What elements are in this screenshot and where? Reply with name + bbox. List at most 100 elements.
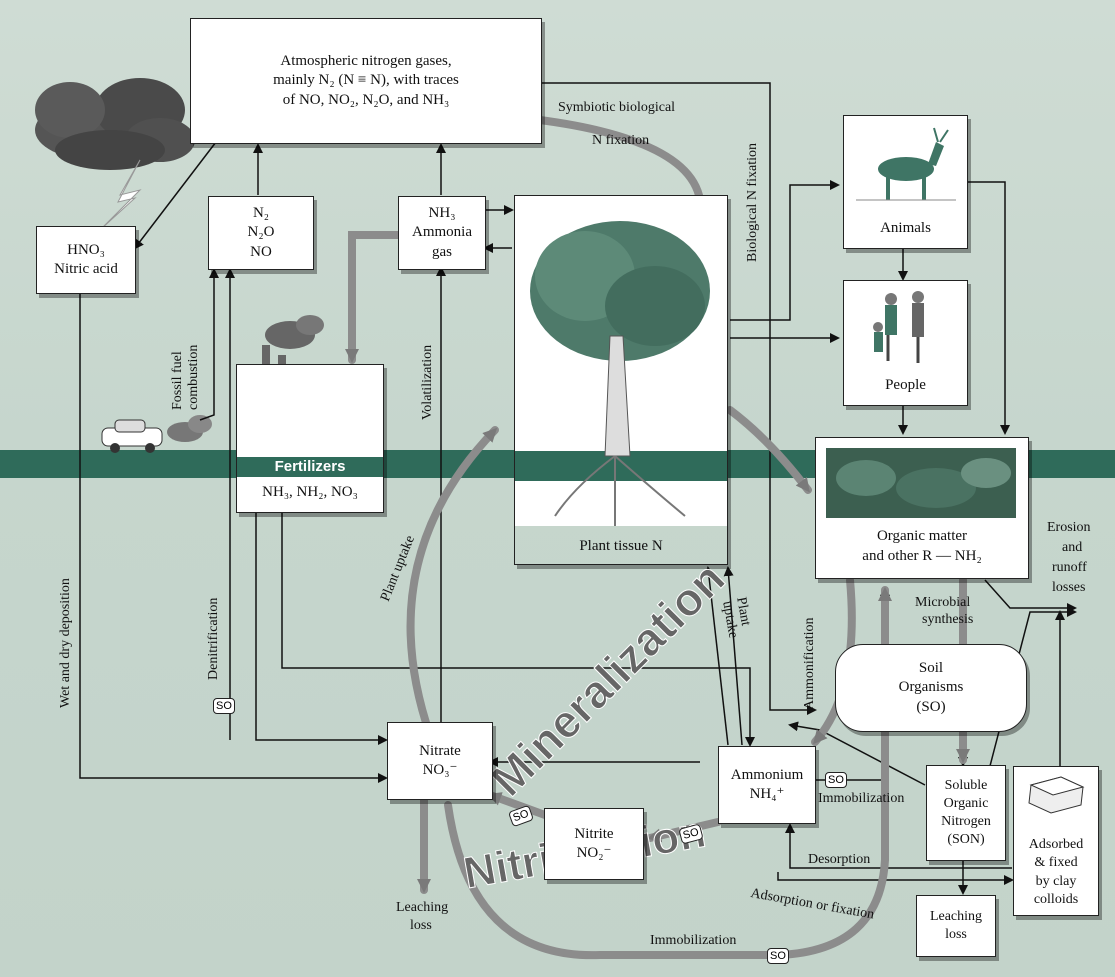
son-line3: Nitrogen	[941, 814, 991, 829]
plant-to-animals	[730, 180, 840, 321]
nh3-to-fertilizer	[345, 231, 404, 364]
symbiotic-fixation	[536, 116, 707, 434]
hno3-name: Nitric acid	[54, 261, 118, 277]
immobilization-label-2: Immobilization	[650, 933, 737, 948]
clay-crystal-icon	[1028, 776, 1085, 814]
soil-organisms-box: Soil Organisms (SO)	[835, 644, 1027, 732]
organic-to-erosion	[984, 579, 1077, 613]
animals-to-organic	[968, 181, 1010, 435]
leach-son-line1: Leaching	[929, 908, 983, 924]
people-box: People	[843, 280, 968, 406]
microbial-label-2: synthesis	[922, 612, 974, 627]
desorption-label: Desorption	[808, 852, 871, 867]
so-tag-immob: SO	[825, 772, 847, 788]
hno3-box: HNO₃ Nitric acid	[36, 226, 136, 294]
immob-loop	[444, 586, 892, 960]
clay-line3: by clay	[1035, 873, 1077, 889]
atm-line2: mainly N₂ (N ≡ N), with traces	[273, 72, 459, 89]
clay-to-ammonium	[785, 823, 1012, 869]
ammonium-to-clay	[777, 872, 1014, 885]
wet-dry-label: Wet and dry deposition	[58, 578, 73, 708]
fert-to-ammonium	[281, 512, 755, 747]
atm-to-plant	[540, 82, 817, 715]
nitrite-name: Nitrite	[574, 825, 614, 842]
clay-line4: colloids	[1033, 891, 1079, 907]
erosion-label-2: and	[1062, 540, 1083, 555]
nh3-box: NH₃ Ammonia gas	[398, 196, 486, 270]
deer-icon	[856, 127, 956, 201]
plant-tissue-box: Plant tissue N	[514, 195, 728, 565]
fossil-to-ngases	[199, 268, 219, 421]
clay-box: Adsorbed & fixed by clay colloids	[1013, 766, 1099, 916]
plant-uptake-arc	[406, 426, 499, 739]
so-tag-bottom: SO	[767, 948, 789, 964]
atm-to-hno3	[133, 141, 217, 250]
clay-line2: & fixed	[1034, 855, 1078, 871]
clay-line1: Adsorbed	[1028, 837, 1084, 853]
immobilization-label-1: Immobilization	[818, 791, 905, 806]
tree-illustration	[515, 196, 727, 526]
ammonium-name: Ammonium	[730, 766, 804, 783]
hno3-wetdry	[79, 293, 388, 783]
so-tag-denit: SO	[213, 698, 235, 714]
erosion-label-3: runoff	[1052, 560, 1087, 575]
atm-line1: Atmospheric nitrogen gases,	[280, 52, 452, 69]
bio-fix-label: Biological N fixation	[745, 143, 760, 262]
volatilization-label: Volatilization	[420, 344, 435, 420]
leaching-son-box: Leaching loss	[916, 895, 996, 957]
plant-tissue-label: Plant tissue N	[579, 537, 663, 554]
son-line2: Organic	[943, 795, 989, 811]
hno3-formula: HNO₃	[67, 241, 105, 258]
son-line1: Soluble	[944, 777, 988, 793]
erosion-label-4: losses	[1052, 580, 1086, 595]
nh3-gas: gas	[432, 243, 452, 260]
denitrification-label: Denitrification	[206, 597, 221, 680]
n-gases-box: N₂ N₂O NO	[208, 196, 314, 270]
organic-line2: and other R — NH₂	[862, 547, 982, 564]
microbial-label-1: Microbial	[915, 595, 971, 610]
nitrite-to-nitrate	[486, 791, 549, 819]
car	[101, 415, 212, 453]
leaching-label-2: loss	[410, 918, 432, 933]
ammonification-label: Ammonification	[802, 617, 817, 710]
animals-label: Animals	[880, 219, 931, 236]
leaching-label-1: Leaching	[396, 900, 449, 915]
n2o: N₂O	[247, 224, 275, 241]
soil-line3: (SO)	[916, 698, 946, 715]
fert-to-nitrate	[255, 512, 388, 745]
plant-uptake-amm	[703, 566, 729, 746]
fertilizers-title: Fertilizers	[237, 457, 383, 477]
symbiotic-label-1: Symbiotic biological	[558, 100, 676, 115]
animals-box: Animals	[843, 115, 968, 249]
organic-matter-box: Organic matter and other R — NH₂	[815, 437, 1029, 579]
soil-line1: Soil	[918, 659, 944, 676]
people-icon	[873, 291, 924, 363]
storm-cloud	[35, 78, 195, 231]
nitrite-box: Nitrite NO₂⁻	[544, 808, 644, 880]
nitrate-formula: NO₃⁻	[422, 762, 458, 778]
ammonium-box: Ammonium NH₄⁺	[718, 746, 816, 824]
atmosphere-box: Atmospheric nitrogen gases, mainly N₂ (N…	[190, 18, 542, 144]
plant-uptake-amm2	[723, 566, 743, 746]
symbiotic-label-2: N fixation	[592, 133, 650, 148]
nh3-formula: NH₃	[428, 204, 456, 221]
n2: N₂	[252, 204, 270, 221]
nitrate-box: Nitrate NO₃⁻	[387, 722, 493, 800]
ammonium-formula: NH₄⁺	[749, 786, 785, 802]
son-line4: (SON)	[947, 832, 985, 848]
atm-line3: of NO, NO₂, N₂O, and NH₃	[282, 91, 450, 108]
fertilizers-formula: NH₃, NH₂, NO₃	[262, 483, 358, 500]
fertilizers-box: Fertilizers NH₃, NH₂, NO₃	[236, 364, 384, 513]
soil-line2: Organisms	[898, 679, 964, 696]
no: NO	[250, 243, 272, 260]
plant-to-organic	[726, 406, 812, 494]
fossil-label-1: Fossil fuel	[170, 351, 185, 410]
nitrate-name: Nitrate	[419, 742, 461, 759]
son-box: Soluble Organic Nitrogen (SON)	[926, 765, 1006, 861]
organic-matter-illustration	[826, 448, 1016, 518]
people-label: People	[885, 376, 926, 393]
nh3-ammonia: Ammonia	[412, 224, 472, 241]
nitrite-formula: NO₂⁻	[576, 845, 612, 861]
erosion-label-1: Erosion	[1047, 520, 1091, 535]
